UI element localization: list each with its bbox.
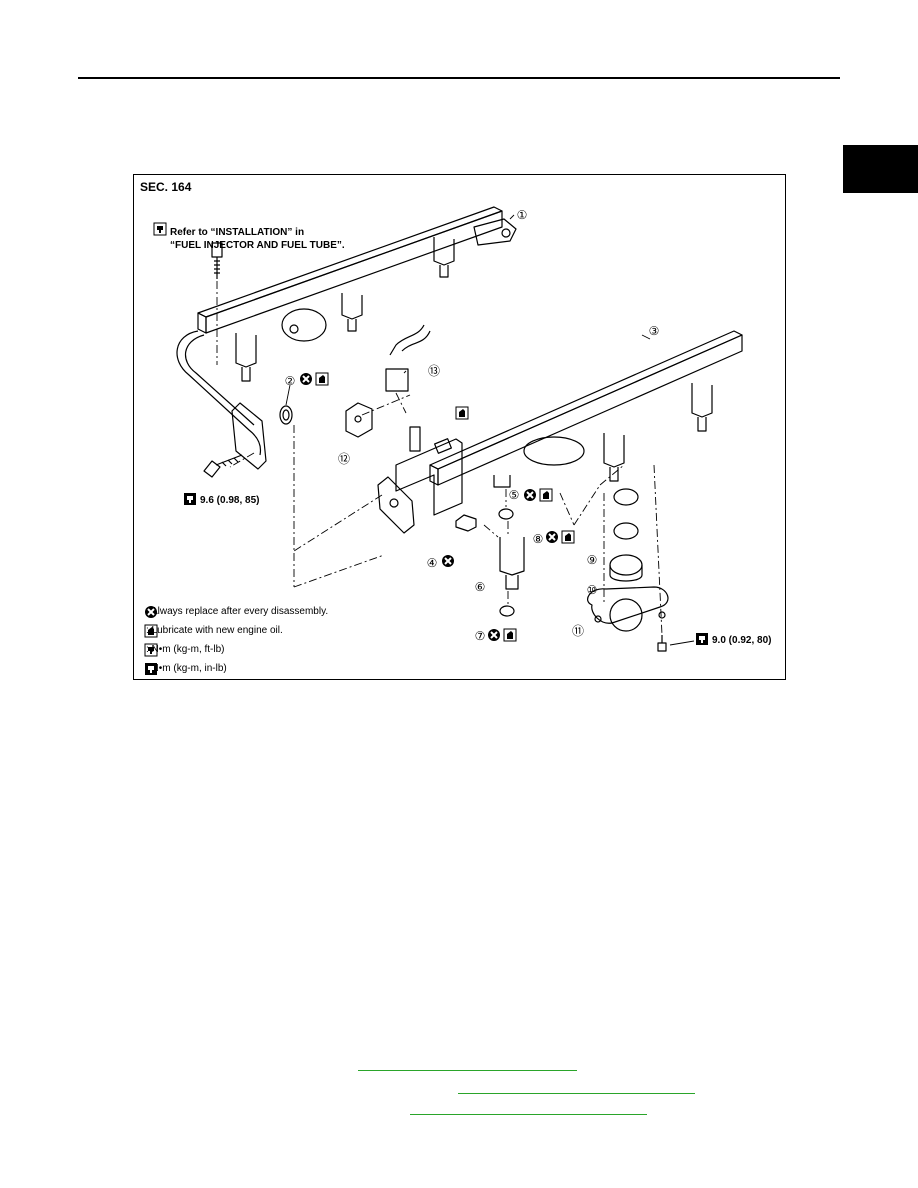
legend-torque-ft-lb-text: : N•m (kg-m, ft-lb) xyxy=(146,644,225,655)
torque-note-line2: “FUEL INJECTOR AND FUEL TUBE”. xyxy=(170,240,345,251)
callout-7: ⑦ xyxy=(475,629,486,643)
tube-flange xyxy=(377,476,415,534)
injector-clip xyxy=(455,514,477,532)
crossover-pipe xyxy=(176,330,262,456)
injector-6 xyxy=(499,537,525,576)
header-rule xyxy=(78,77,840,79)
torque-note-line1: Refer to “INSTALLATION” in xyxy=(170,227,305,238)
torque-value-left: 9.6 (0.98, 85) xyxy=(200,495,260,506)
callout-5: ⑤ xyxy=(509,488,520,502)
reference-link-3[interactable] xyxy=(410,1114,647,1115)
bolt-left xyxy=(203,454,243,478)
legend-torque-in-lb: : N•m (kg-m, in-lb) xyxy=(144,662,227,676)
legend-lubricate: : Lubricate with new engine oil. xyxy=(144,624,283,638)
legend-replace-text: : Always replace after every disassembly… xyxy=(146,606,329,617)
oil-can-icon xyxy=(455,406,469,420)
bolt-upper xyxy=(211,242,223,279)
callout-11: ⑪ xyxy=(572,624,584,638)
callout-numbers: ① ② ③ ④ ⑤ ⑥ ⑦ ⑧ ⑨ ⑩ ⑪ ⑫ ⑬ xyxy=(285,208,660,643)
replace-icon xyxy=(488,629,500,641)
quick-connector xyxy=(385,368,409,392)
pipe-flange xyxy=(231,402,267,470)
replace-icon xyxy=(546,531,558,543)
callout-12: ⑫ xyxy=(338,452,350,466)
torque-value-right: 9.0 (0.92, 80) xyxy=(712,635,772,646)
callout-8: ⑧ xyxy=(533,532,544,546)
o-ring-8 xyxy=(613,488,639,506)
oil-can-icon xyxy=(315,372,329,386)
section-label: SEC. 164 xyxy=(140,180,192,194)
tube-bracket xyxy=(395,438,463,516)
legend-lubricate-text: : Lubricate with new engine oil. xyxy=(146,625,283,636)
callout-2: ② xyxy=(285,374,296,388)
callout-13: ⑬ xyxy=(428,364,440,378)
callout-10: ⑩ xyxy=(587,583,598,597)
callout-symbols xyxy=(153,222,708,646)
callout-6: ⑥ xyxy=(475,580,486,594)
callout-4: ④ xyxy=(427,556,438,570)
connector-clip xyxy=(345,402,373,438)
diagram-artwork: ① ② ③ ④ ⑤ ⑥ ⑦ ⑧ ⑨ ⑩ ⑪ ⑫ ⑬ xyxy=(153,206,743,652)
legend-torque-in-lb-text: : N•m (kg-m, in-lb) xyxy=(146,663,227,674)
alignment-lines xyxy=(216,281,663,636)
oil-can-icon xyxy=(503,628,517,642)
oil-can-icon xyxy=(144,624,158,638)
replace-icon xyxy=(442,555,454,567)
fuel-tube-lower xyxy=(429,330,743,486)
injectors-upper xyxy=(235,237,455,382)
torque-in-lb-icon xyxy=(184,493,196,505)
injectors-lower xyxy=(493,383,713,488)
replace-icon xyxy=(524,489,536,501)
callout-9: ⑨ xyxy=(587,553,598,567)
legend-replace: : Always replace after every disassembly… xyxy=(144,605,328,619)
torque-in-lb-icon xyxy=(145,663,157,675)
torque-ft-lb-icon xyxy=(144,643,158,657)
oil-can-icon xyxy=(561,530,575,544)
o-ring-2 xyxy=(279,405,293,425)
legend-torque-ft-lb: : N•m (kg-m, ft-lb) xyxy=(144,643,225,657)
o-ring-7 xyxy=(499,605,515,617)
pressure-regulator xyxy=(609,554,643,576)
oil-can-icon xyxy=(539,488,553,502)
o-ring-9 xyxy=(613,522,639,540)
callout-3: ③ xyxy=(649,324,660,338)
callout-leaders xyxy=(285,214,651,406)
replace-icon xyxy=(145,606,157,618)
reference-link-1[interactable] xyxy=(358,1070,577,1071)
exploded-view-diagram: ① ② ③ ④ ⑤ ⑥ ⑦ ⑧ ⑨ ⑩ ⑪ ⑫ ⑬ xyxy=(133,174,786,680)
bolt-right xyxy=(657,642,667,652)
callout-1: ① xyxy=(517,208,528,222)
gasket xyxy=(587,586,669,624)
o-ring-5 xyxy=(498,508,514,520)
torque-in-lb-icon xyxy=(696,633,708,645)
fuel-tube-upper xyxy=(197,206,517,334)
fuel-hose xyxy=(389,324,425,356)
torque-ft-lb-icon xyxy=(153,222,167,236)
section-tab xyxy=(843,145,918,193)
replace-icon xyxy=(300,373,312,385)
reference-link-2[interactable] xyxy=(458,1093,695,1094)
